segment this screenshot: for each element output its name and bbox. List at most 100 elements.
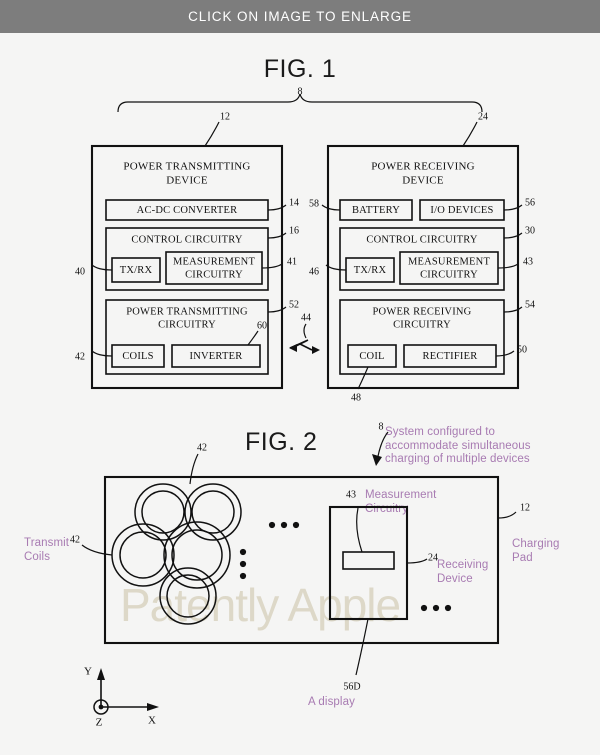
annotation-measurement-line1: Measurement [365, 489, 437, 501]
ac-dc-converter-label: AC-DC CONVERTER [137, 205, 238, 216]
leader-58 [321, 204, 341, 211]
power-transmitting-circuitry-box [105, 299, 269, 375]
rx-coil-label: COIL [359, 351, 384, 362]
link-arrow-left [289, 344, 297, 352]
ref-46: 46 [309, 266, 319, 277]
annotation-charging-pad: Charging Pad [512, 538, 559, 565]
tx-control-circuitry-box [105, 227, 269, 291]
ellipsis-bottom-right [420, 604, 452, 612]
ref-30: 30 [525, 225, 535, 236]
leader-43 [497, 263, 519, 269]
display-bar [342, 551, 395, 570]
leader-52 [267, 306, 287, 313]
annotation-charging-pad-line1: Charging [512, 538, 560, 550]
leader-14 [267, 204, 287, 211]
leader-12-fig2 [497, 511, 517, 519]
figure-1-title: FIG. 1 [263, 55, 337, 83]
ref-52: 52 [289, 299, 299, 310]
tx-control-circuitry-label: CONTROL CIRCUITRY [131, 234, 242, 245]
annotation-charging-pad-line2: Pad [512, 551, 533, 564]
ref-43: 43 [523, 256, 533, 267]
leader-coil-top [189, 453, 199, 485]
ref-43-fig2: 43 [346, 489, 356, 500]
leader-60 [247, 330, 259, 346]
tx-measurement-label-line1: MEASUREMENT [173, 256, 256, 267]
leader-40 [91, 264, 113, 271]
annotation-receiving-device: Receiving Device [437, 559, 488, 586]
annotation-measurement-circuitry: Measurement Circuitry [365, 489, 436, 516]
io-devices-label: I/O DEVICES [430, 205, 493, 216]
tx-measurement-label-line2: CIRCUITRY [185, 269, 243, 280]
axis-z-dot [98, 704, 104, 710]
leader-56 [503, 204, 523, 211]
figure-1-drawing: 8 12 POWER TRANSMITTING DEVICE AC-DC CON… [75, 86, 535, 403]
ref-14: 14 [289, 197, 299, 208]
transmit-coil-cluster [111, 483, 242, 625]
ref-60: 60 [257, 320, 267, 331]
leader-54 [503, 306, 523, 313]
axis-x-arrow [147, 703, 159, 711]
rx-txrx-label: TX/RX [354, 265, 387, 276]
annotation-receiving-device-line2: Device [437, 572, 473, 585]
tx-inverter-box [171, 344, 261, 368]
leader-8-arrowhead [372, 454, 382, 466]
ellipsis-vertical [239, 548, 247, 580]
link-arrow-right [312, 346, 320, 354]
leader-12 [204, 121, 220, 147]
tx-inverter-label: INVERTER [190, 351, 243, 362]
ref-56d: 56D [343, 681, 360, 692]
ref-40: 40 [75, 266, 85, 277]
rx-coil-box [347, 344, 397, 368]
ref-12: 12 [220, 111, 230, 122]
axis-indicator: Y X Z [84, 666, 159, 729]
tx-circuitry-label-line2: CIRCUITRY [158, 319, 216, 330]
leader-16 [267, 232, 287, 239]
axis-label-x: X [148, 715, 156, 727]
power-receiving-circuitry-box [339, 299, 505, 375]
leader-30 [503, 232, 523, 239]
charging-pad-rect [103, 475, 500, 645]
click-to-enlarge-banner[interactable]: CLICK ON IMAGE TO ENLARGE [0, 0, 600, 33]
ref-24-fig2: 24 [428, 552, 438, 563]
tx-circuitry-label-line1: POWER TRANSMITTING [126, 306, 248, 317]
receiver-title-line1: POWER RECEIVING [371, 161, 475, 173]
annotation-system-line2: accommodate simultaneous [385, 439, 531, 452]
rx-measurement-label-line2: CIRCUITRY [420, 269, 478, 280]
receiver-title-line2: DEVICE [402, 175, 444, 187]
leader-50 [495, 350, 515, 357]
annotation-system: System configured to accommodate simulta… [385, 426, 531, 467]
leader-43-fig2 [356, 507, 363, 553]
transmitter-title-line2: DEVICE [166, 175, 208, 187]
ellipsis-horizontal [268, 521, 300, 529]
annotation-system-line1: System configured to [385, 426, 496, 438]
annotation-measurement-line2: Circuitry [365, 502, 409, 515]
ref-16: 16 [289, 225, 299, 236]
system-brace [117, 93, 483, 113]
transmitter-title-line1: POWER TRANSMITTING [123, 161, 250, 173]
axis-label-z: Z [96, 717, 103, 729]
ref-58: 58 [309, 198, 319, 209]
ref-44: 44 [301, 312, 311, 323]
leader-56d [355, 618, 369, 676]
ref-8-fig2: 8 [379, 421, 384, 432]
leader-42a [91, 350, 113, 357]
ref-42-fig2: 42 [70, 534, 80, 545]
rx-measurement-label-line1: MEASUREMENT [408, 256, 491, 267]
leader-42-fig2 [81, 544, 113, 556]
battery-label: BATTERY [352, 205, 400, 216]
ref-24: 24 [478, 111, 488, 122]
annotation-transmit-coils-line2: Coils [24, 550, 51, 563]
ref-56: 56 [525, 197, 535, 208]
tx-coils-label: COILS [122, 351, 153, 362]
annotation-display-line1: A display [308, 696, 355, 708]
axis-z-circle [93, 699, 109, 715]
figure-2-title: FIG. 2 [245, 428, 318, 456]
rx-control-circuitry-label: CONTROL CIRCUITRY [366, 234, 477, 245]
rx-circuitry-label-line2: CIRCUITRY [393, 319, 451, 330]
annotation-transmit-coils: Transmit Coils [24, 537, 69, 564]
ref-48: 48 [351, 392, 361, 403]
axis-label-y: Y [84, 666, 92, 678]
ref-54: 54 [525, 299, 535, 310]
ref-50: 50 [517, 344, 527, 355]
rx-circuitry-label-line1: POWER RECEIVING [373, 306, 472, 317]
